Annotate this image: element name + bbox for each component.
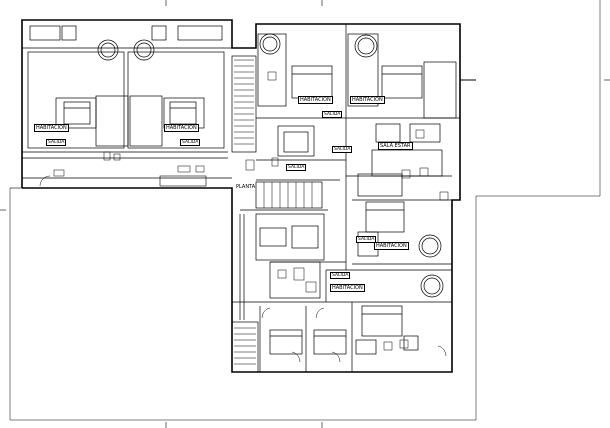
exit-sign-4: SALIDA: [332, 146, 353, 153]
room-label-habitacion-1: HABITACIÓN: [34, 124, 69, 132]
left-wing-room-a: [27, 51, 125, 149]
stair-lower: [231, 321, 259, 373]
stair-treads: [234, 59, 313, 365]
room-label-habitacion-5: HABITACIÓN: [374, 242, 409, 250]
site-boundary: [9, 0, 601, 421]
small-fixtures: [39, 71, 449, 363]
exit-sign-3: SALIDA: [322, 111, 343, 118]
room-label-habitacion-3: HABITACIÓN: [298, 96, 333, 104]
exit-sign-2: SALIDA: [180, 139, 201, 146]
exit-sign-7: SALIDA: [330, 272, 351, 279]
left-wing-room-b: [127, 51, 225, 149]
floor-label-planta: PLANTA: [236, 184, 256, 190]
room-label-habitacion-4: HABITACIÓN: [350, 96, 385, 104]
stair-middle: [255, 181, 323, 209]
exit-sign-6: SALIDA: [356, 236, 377, 243]
round-fixtures: [97, 33, 444, 298]
stair-upper: [231, 55, 257, 153]
room-label-habitacion-6: HABITACIÓN: [330, 284, 365, 292]
room-label-habitacion-2: HABITACIÓN: [164, 124, 199, 132]
exit-sign-1: SALIDA: [46, 139, 67, 146]
room-label-sala-estar: SALA ESTAR: [378, 142, 413, 150]
exit-sign-5: SALIDA: [286, 164, 307, 171]
